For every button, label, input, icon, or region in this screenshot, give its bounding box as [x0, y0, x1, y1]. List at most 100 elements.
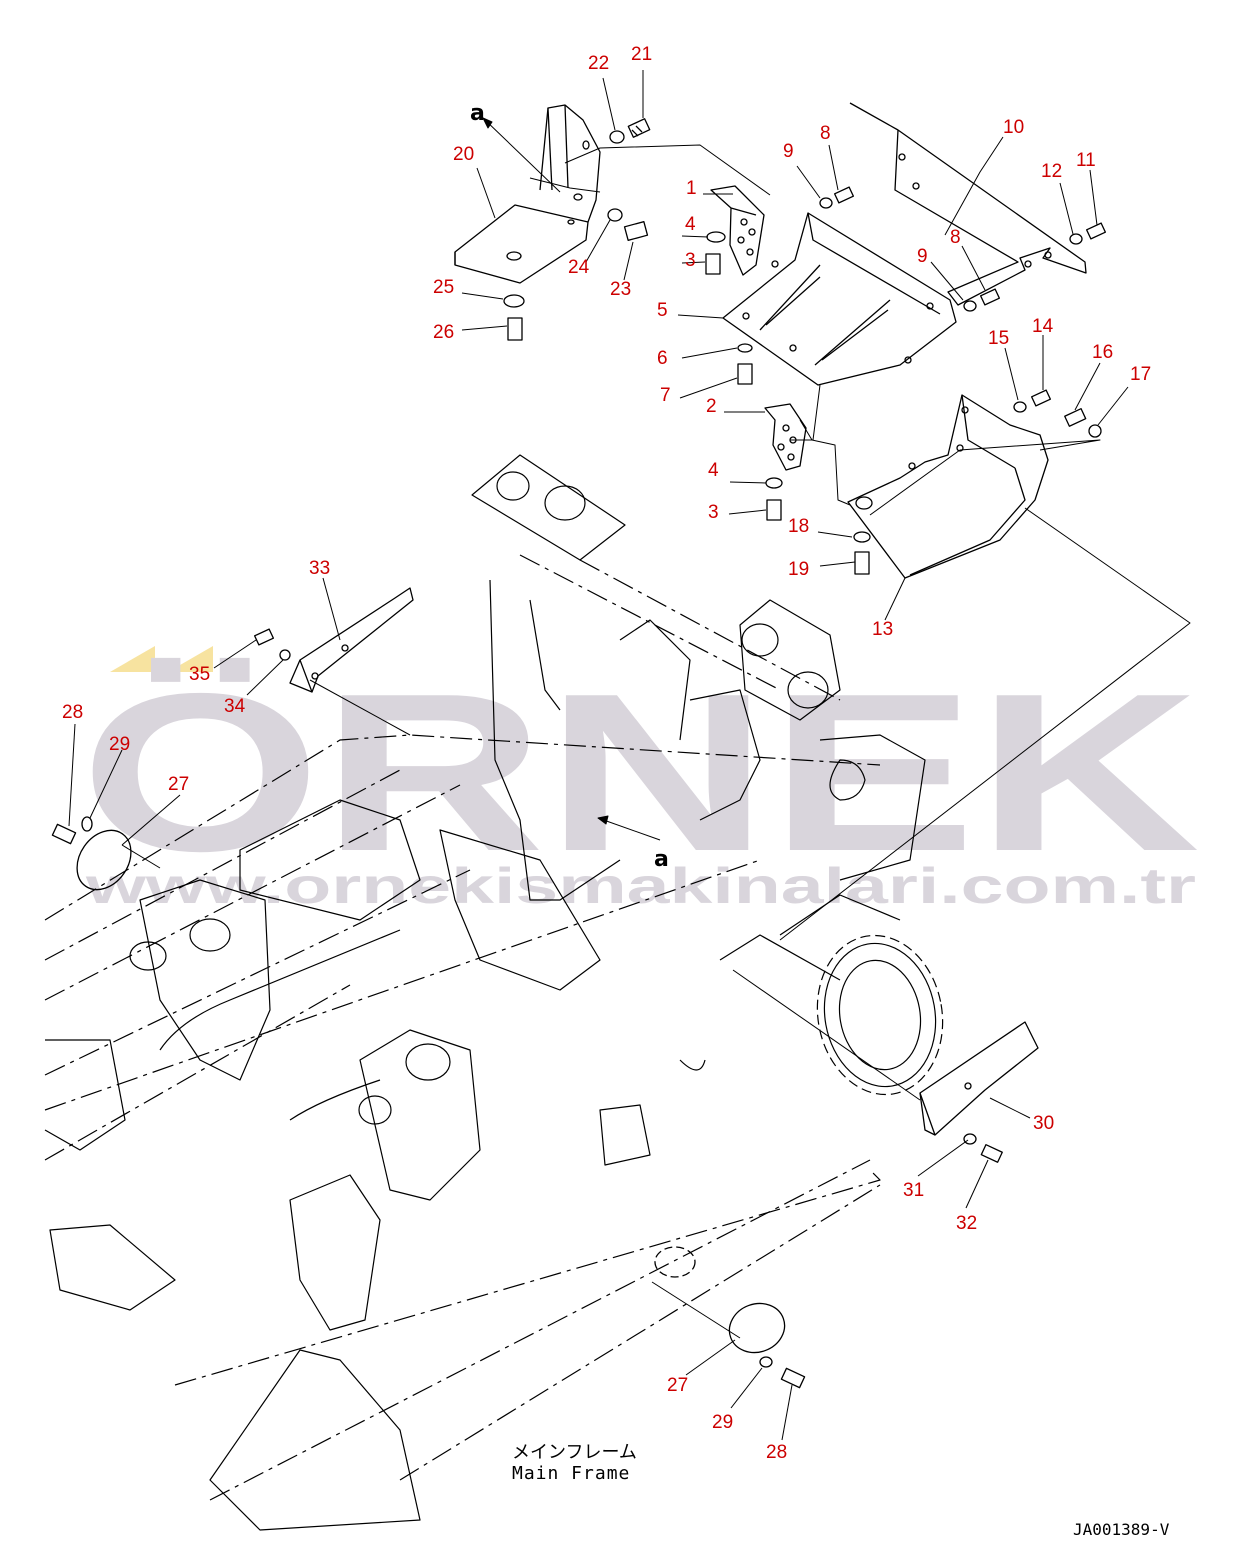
bracket-plate-20: [454, 104, 601, 284]
washer-22: [609, 130, 625, 144]
washer-9a: [819, 197, 833, 209]
cover-plate-5: [722, 212, 957, 386]
callout-33: 33: [309, 558, 330, 579]
callout-12: 12: [1041, 161, 1062, 182]
callout-28b: 28: [766, 1442, 787, 1463]
callout-3b: 3: [708, 502, 719, 523]
callout-31: 31: [903, 1180, 924, 1201]
cover-27a: [76, 829, 132, 891]
bolt-32: [980, 1144, 1003, 1163]
callout-9a: 9: [783, 141, 794, 162]
bolt-26: [507, 317, 523, 341]
bolt-3b: [766, 499, 782, 521]
callout-19: 19: [788, 559, 809, 580]
washer-9b: [963, 300, 977, 312]
callout-3a: 3: [685, 250, 696, 271]
bolt-8a: [833, 186, 855, 204]
hinge-bracket-2: [764, 403, 807, 471]
callout-6: 6: [657, 348, 668, 369]
callout-26: 26: [433, 322, 454, 343]
leader-lines: [68, 70, 1191, 1441]
callout-2: 2: [706, 396, 717, 417]
callout-27a: 27: [168, 774, 189, 795]
washer-4a: [706, 231, 726, 243]
callout-28a: 28: [62, 702, 83, 723]
reference-letter-lower: a: [654, 847, 669, 872]
callout-7: 7: [660, 385, 671, 406]
bolt-28a: [51, 823, 77, 845]
callout-14: 14: [1032, 316, 1054, 337]
washer-24: [607, 208, 623, 222]
callout-29b: 29: [712, 1412, 733, 1433]
callout-8a: 8: [820, 123, 831, 144]
callout-17: 17: [1130, 364, 1151, 385]
callout-8b: 8: [950, 227, 961, 248]
drawing-code: JA001389-V: [1073, 1520, 1170, 1539]
callout-4b: 4: [708, 460, 719, 481]
callout-22: 22: [588, 53, 609, 74]
frame-title-en: Main Frame: [512, 1463, 630, 1484]
callout-21: 21: [631, 44, 652, 65]
callout-29a: 29: [109, 734, 130, 755]
frame-title-jp: メインフレーム: [512, 1442, 637, 1463]
bolt-28b: [780, 1367, 806, 1389]
bolt-7: [737, 363, 753, 385]
washer-15: [1013, 401, 1027, 413]
angle-plate-10: [849, 102, 1087, 306]
washer-29a: [81, 816, 93, 832]
callout-4a: 4: [685, 214, 696, 235]
callout-30: 30: [1033, 1113, 1054, 1134]
callout-10: 10: [1003, 117, 1024, 138]
bolt-11: [1085, 222, 1107, 240]
callout-24: 24: [568, 257, 590, 278]
callout-15: 15: [988, 328, 1009, 349]
watermark-brand: ÖRNEK: [80, 646, 1200, 898]
nut-25: [503, 294, 525, 308]
bolt-19: [854, 551, 870, 575]
hinge-bracket-1: [710, 185, 765, 276]
washer-6: [737, 343, 753, 353]
washer-4b: [765, 477, 783, 489]
cover-27b: [728, 1302, 786, 1354]
callout-16: 16: [1092, 342, 1113, 363]
bolt-14: [1030, 389, 1052, 407]
callout-labels: 21 22 20 1 4 3 24 23 25 26 5 6 7 2 4 3 9…: [62, 44, 1151, 1463]
main-frame: [44, 454, 944, 1531]
cover-27b-outline: [654, 1246, 696, 1278]
washer-31: [963, 1133, 977, 1145]
bolt-23: [623, 221, 649, 241]
line-art: [44, 70, 1191, 1531]
curved-cover-13: [847, 394, 1049, 579]
callout-13: 13: [872, 619, 893, 640]
nut-18: [853, 531, 871, 543]
bolt-16: [1064, 408, 1087, 427]
watermark-accent-right: [168, 646, 213, 672]
washer-34: [279, 649, 291, 661]
bolt-21: [627, 118, 651, 138]
washer-12: [1069, 233, 1083, 245]
callout-18: 18: [788, 516, 809, 537]
bolt-8b: [979, 288, 1001, 306]
watermark-url: www.ornekismakinalari.com.tr: [84, 858, 1196, 914]
callout-11: 11: [1076, 150, 1096, 171]
bolt-3a: [705, 253, 721, 275]
watermark: ÖRNEK www.ornekismakinalari.com.tr: [80, 646, 1200, 914]
callout-25: 25: [433, 277, 454, 298]
callout-23: 23: [610, 279, 631, 300]
callout-5: 5: [657, 300, 668, 321]
angle-bracket-33: [289, 587, 414, 693]
washer-29b: [759, 1356, 773, 1368]
callout-20: 20: [453, 144, 474, 165]
reference-letter-upper: a: [470, 101, 485, 126]
callout-9b: 9: [917, 246, 928, 267]
callout-32: 32: [956, 1213, 977, 1234]
callout-34: 34: [224, 696, 246, 717]
bolt-35: [253, 628, 275, 646]
callout-1: 1: [686, 178, 697, 199]
washer-17: [1088, 424, 1102, 438]
callout-27b: 27: [667, 1375, 688, 1396]
callout-35: 35: [189, 664, 210, 685]
angle-bracket-30: [919, 1021, 1039, 1136]
watermark-accent-left: [110, 646, 155, 672]
